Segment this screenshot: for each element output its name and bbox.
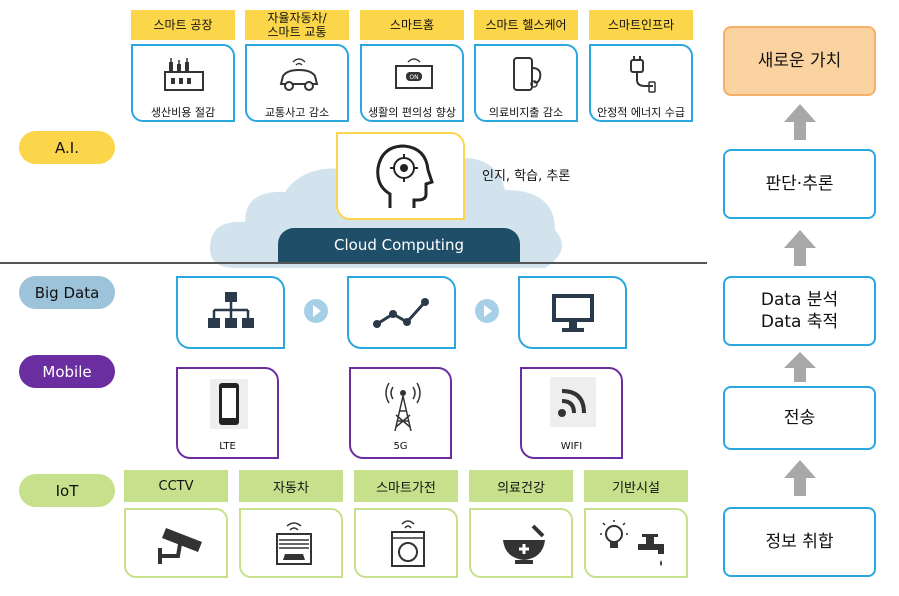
bigdata-card	[347, 276, 456, 349]
service-label: 교통사고 감소	[264, 106, 330, 119]
iot-card-cctv	[124, 508, 228, 578]
service-tag-text: 스마트 헬스케어	[485, 18, 567, 32]
washer-icon	[391, 520, 425, 567]
service-card-factory: 생산비용 절감	[131, 44, 235, 122]
service-tag: 스마트인프라	[589, 10, 693, 40]
car-icon	[279, 58, 319, 91]
layer-label: Big Data	[34, 283, 100, 302]
arrow-right-icon	[304, 299, 328, 323]
value-label: 판단·추론	[765, 174, 834, 194]
service-label: 의료비지출 감소	[488, 106, 564, 119]
wifi-icon	[550, 377, 596, 427]
cloud-computing-band: Cloud Computing	[278, 228, 520, 262]
value-box-new-value: 새로운 가치	[723, 26, 876, 96]
iot-card-appliance	[354, 508, 458, 578]
mobile-card-5g: 5G	[349, 367, 452, 459]
cloud-label: Cloud Computing	[334, 236, 464, 254]
service-card-energy: 안정적 에너지 수급	[589, 44, 693, 122]
bigdata-card	[176, 276, 285, 349]
service-tag: 스마트 공장	[131, 10, 235, 40]
tower-icon	[385, 382, 421, 432]
up-arrow-icon	[784, 230, 816, 266]
layer-label: IoT	[55, 481, 79, 500]
service-label: 생활의 편의성 향상	[368, 106, 456, 119]
iot-tag: 기반시설	[584, 470, 688, 502]
iot-card-car	[239, 508, 343, 578]
value-box-analysis: Data 분석 Data 축적	[723, 276, 876, 346]
value-label: 새로운 가치	[757, 51, 842, 71]
value-label: Data 분석 Data 축적	[760, 290, 839, 332]
iot-tag-text: 스마트가전	[376, 480, 436, 496]
service-tag-text: 스마트 공장	[153, 18, 213, 32]
iot-tag-text: CCTV	[158, 478, 194, 494]
health-phone-icon	[513, 57, 542, 91]
layer-pill-mobile: Mobile	[19, 355, 115, 388]
mortar-icon	[503, 524, 545, 564]
service-tag: 스마트 헬스케어	[474, 10, 578, 40]
service-card-health: 의료비지출 감소	[474, 44, 578, 122]
cctv-icon	[158, 528, 202, 564]
bulb-faucet-icon	[600, 520, 664, 566]
service-tag: 스마트홈	[360, 10, 464, 40]
iot-tag: 자동차	[239, 470, 343, 502]
up-arrow-icon	[784, 460, 816, 496]
smart-home-icon: ON	[395, 58, 433, 89]
mobile-label: WIFI	[560, 441, 583, 452]
arrow-right-icon	[475, 299, 499, 323]
iot-card-infra	[584, 508, 688, 578]
value-label: 정보 취합	[765, 532, 834, 552]
energy-plug-icon	[630, 56, 656, 93]
layer-pill-ai: A.I.	[19, 131, 115, 164]
phone-icon	[210, 379, 248, 429]
value-box-transmit: 전송	[723, 386, 876, 450]
ai-box	[336, 132, 465, 220]
iot-tag-text: 의료건강	[497, 480, 545, 496]
iot-tag-text: 기반시설	[612, 480, 660, 496]
hierarchy-icon	[208, 292, 254, 328]
iot-card-health	[469, 508, 573, 578]
factory-icon	[164, 58, 204, 91]
brain-head-icon	[376, 144, 434, 208]
service-label: 안정적 에너지 수급	[597, 106, 685, 119]
mobile-label: 5G	[393, 441, 408, 452]
value-box-reasoning: 판단·추론	[723, 149, 876, 219]
garage-car-icon	[276, 522, 312, 565]
bigdata-card	[518, 276, 627, 349]
service-tag-text: 스마트인프라	[607, 18, 675, 32]
svg-text:ON: ON	[409, 74, 418, 81]
ai-caption: 인지, 학습, 추론	[482, 169, 571, 184]
mobile-card-wifi: WIFI	[520, 367, 623, 459]
service-card-car: 교통사고 감소	[245, 44, 349, 122]
iot-tag: CCTV	[124, 470, 228, 502]
layer-pill-bigdata: Big Data	[19, 276, 115, 309]
iot-tag: 스마트가전	[354, 470, 458, 502]
service-tag: 자율자동차/ 스마트 교통	[245, 10, 349, 40]
service-card-home: ON 생활의 편의성 향상	[360, 44, 464, 122]
section-divider	[0, 262, 707, 264]
iot-tag-text: 자동차	[273, 480, 309, 496]
mobile-card-lte: LTE	[176, 367, 279, 459]
layer-label: Mobile	[42, 362, 92, 381]
layer-label: A.I.	[55, 138, 79, 157]
line-trend-icon	[373, 298, 429, 328]
layer-pill-iot: IoT	[19, 474, 115, 507]
up-arrow-icon	[784, 104, 816, 140]
iot-tag: 의료건강	[469, 470, 573, 502]
up-arrow-icon	[784, 352, 816, 382]
service-label: 생산비용 절감	[150, 106, 216, 119]
value-label: 전송	[783, 408, 816, 428]
monitor-icon	[552, 294, 594, 332]
mobile-label: LTE	[219, 441, 236, 452]
service-tag-text: 자율자동차/ 스마트 교통	[267, 11, 327, 39]
service-tag-text: 스마트홈	[389, 18, 435, 32]
value-box-collect: 정보 취합	[723, 507, 876, 577]
